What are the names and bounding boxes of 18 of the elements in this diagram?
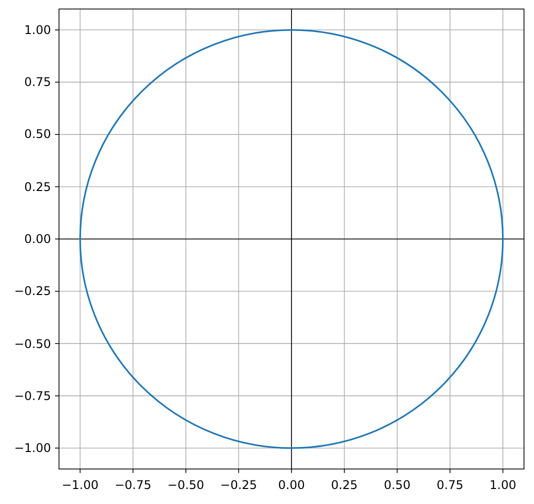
tick-label: −0.25 <box>14 284 51 298</box>
tick-label: 0.25 <box>330 478 358 492</box>
tick-label: −0.25 <box>220 478 258 492</box>
tick-label: −1.00 <box>62 478 99 492</box>
tick-label: 0.50 <box>24 127 51 142</box>
tick-label: −0.50 <box>167 478 204 492</box>
tick-label: −0.50 <box>14 336 51 351</box>
tick-label: 1.00 <box>490 478 516 492</box>
tick-label: 0.00 <box>278 478 305 492</box>
tick-label: 0.75 <box>24 75 51 90</box>
tick-label: 0.00 <box>24 232 51 246</box>
tick-label: 0.50 <box>384 478 411 492</box>
tick-label: 1.00 <box>24 22 51 37</box>
tick-label: 0.25 <box>24 180 51 194</box>
tick-label: −1.00 <box>14 441 51 456</box>
tick-label: −0.75 <box>114 478 152 492</box>
tick-label: −0.75 <box>14 388 51 403</box>
tick-label: 0.75 <box>436 478 464 492</box>
